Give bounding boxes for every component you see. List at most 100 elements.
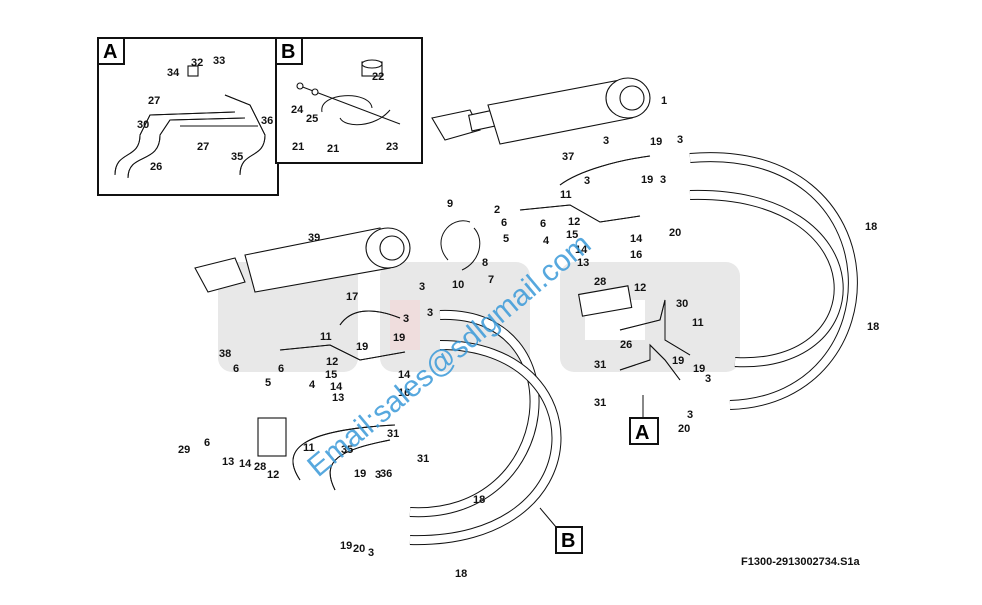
main-part-label: 18 [455, 568, 467, 580]
inset-b-part-label: 22 [372, 71, 384, 83]
main-part-label: 12 [568, 216, 580, 228]
main-part-label: 3 [705, 373, 711, 385]
callout-a: A [629, 395, 659, 445]
main-part-label: 6 [278, 363, 284, 375]
clamp-9-10 [440, 220, 481, 271]
main-part-label: 3 [368, 547, 374, 559]
inset-a: A [97, 37, 279, 196]
inset-a-part-label: 34 [167, 67, 180, 79]
main-part-label: 14 [630, 233, 643, 245]
inset-b-part-label: 25 [306, 113, 318, 125]
main-part-label: 16 [630, 249, 642, 261]
cylinder-39 [194, 227, 411, 293]
main-part-label: 6 [540, 218, 546, 230]
main-part-label: 19 [356, 341, 368, 353]
main-part-label: 3 [375, 469, 381, 481]
cylinder-1 [431, 77, 651, 145]
main-part-label: 31 [594, 359, 606, 371]
main-part-label: 31 [417, 453, 429, 465]
main-part-label: 11 [303, 442, 315, 454]
main-part-label: 15 [566, 229, 578, 241]
main-part-label: 31 [594, 397, 606, 409]
inset-a-label: A [103, 41, 117, 63]
main-part-label: 31 [387, 428, 399, 440]
main-part-label: 28 [254, 461, 266, 473]
inset-a-part-label: 27 [197, 141, 209, 153]
inset-a-part-label: 35 [231, 151, 243, 163]
main-part-label: 4 [309, 379, 316, 391]
main-part-label: 3 [687, 409, 693, 421]
main-part-label: 12 [267, 469, 279, 481]
main-part-label: 28 [594, 276, 606, 288]
main-part-label: 6 [233, 363, 239, 375]
inset-a-part-label: 27 [148, 95, 160, 107]
main-part-label: 19 [693, 363, 705, 375]
main-part-label: 5 [503, 233, 509, 245]
inset-b-part-label: 21 [292, 141, 304, 153]
main-part-label: 16 [398, 387, 410, 399]
main-part-label: 2 [494, 204, 500, 216]
main-part-label: 7 [488, 274, 494, 286]
main-part-label: 1 [661, 95, 667, 107]
main-part-label: 12 [326, 356, 338, 368]
main-part-label: 14 [575, 244, 588, 256]
main-part-label: 18 [867, 321, 879, 333]
main-part-label: 29 [178, 444, 190, 456]
hoses-18 [409, 152, 858, 546]
main-part-label: 37 [562, 151, 574, 163]
inset-b-part-label: 23 [386, 141, 398, 153]
main-part-label: 3 [677, 134, 683, 146]
main-part-label: 3 [403, 313, 409, 325]
main-part-label: 5 [265, 377, 271, 389]
main-part-label: 14 [330, 381, 343, 393]
main-part-label: 6 [204, 437, 210, 449]
callout-a-label: A [635, 422, 649, 444]
main-part-label: 3 [603, 135, 609, 147]
main-part-label: 14 [239, 458, 252, 470]
inset-a-part-label: 26 [150, 161, 162, 173]
inset-b-label: B [281, 41, 295, 63]
main-part-label: 30 [676, 298, 688, 310]
main-part-label: 19 [354, 468, 366, 480]
main-part-label: 19 [393, 332, 405, 344]
inset-b: B [275, 37, 423, 164]
main-part-label: 3 [660, 174, 666, 186]
inset-a-part-label: 36 [261, 115, 273, 127]
main-part-label: 4 [543, 235, 550, 247]
inset-a-part-label: 30 [137, 119, 149, 131]
main-part-label: 6 [501, 217, 507, 229]
main-part-label: 3 [419, 281, 425, 293]
main-part-label: 11 [320, 331, 332, 343]
main-part-label: 10 [452, 279, 464, 291]
main-part-label: 13 [332, 392, 344, 404]
main-part-label: 19 [340, 540, 352, 552]
main-part-label: 17 [346, 291, 358, 303]
main-part-label: 13 [577, 257, 589, 269]
inset-b-part-label: 24 [291, 104, 304, 116]
main-part-label: 18 [473, 494, 485, 506]
main-part-label: 13 [222, 456, 234, 468]
inset-a-part-label: 32 [191, 57, 203, 69]
main-part-label: 26 [620, 339, 632, 351]
main-part-label: 3 [584, 175, 590, 187]
figure-code: F1300-2913002734.S1a [741, 556, 860, 568]
main-part-label: 9 [447, 198, 453, 210]
main-part-label: 12 [634, 282, 646, 294]
main-part-label: 19 [641, 174, 653, 186]
main-part-label: 20 [353, 543, 365, 555]
inset-a-part-label: 33 [213, 55, 225, 67]
main-part-label: 35 [341, 444, 353, 456]
main-part-label: 15 [325, 369, 337, 381]
tube-assemblies [257, 155, 691, 491]
callout-b: B [539, 507, 583, 554]
main-part-label: 11 [560, 189, 572, 201]
main-part-label: 11 [692, 317, 704, 329]
main-part-label: 39 [308, 232, 320, 244]
main-part-label: 19 [672, 355, 684, 367]
main-part-label: 19 [650, 136, 662, 148]
inset-b-part-label: 21 [327, 143, 339, 155]
main-part-label: 3 [427, 307, 433, 319]
main-part-label: 20 [669, 227, 681, 239]
